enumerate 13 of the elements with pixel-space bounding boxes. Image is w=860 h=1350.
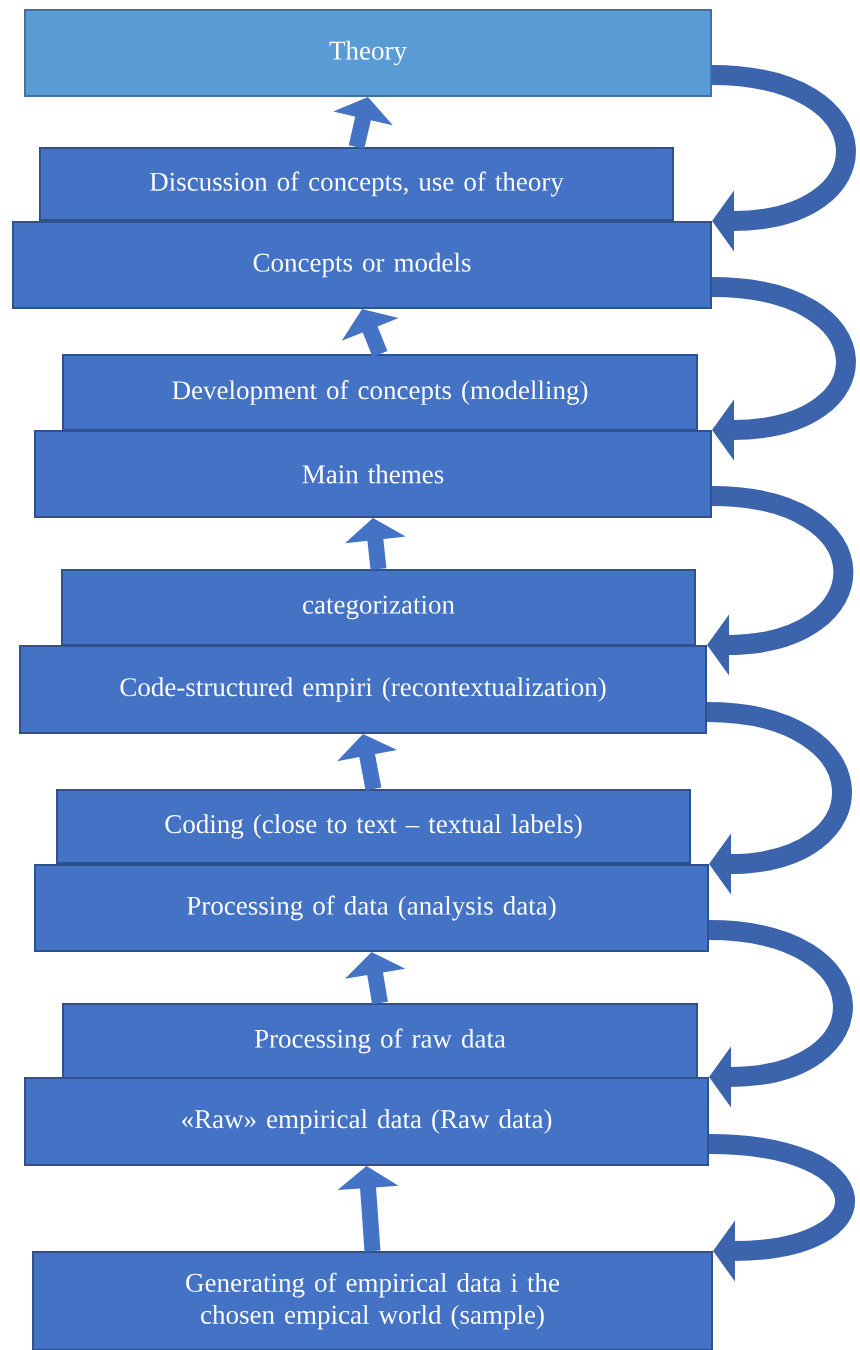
curved-arrow: [706, 702, 852, 895]
process-box: Generating of empirical data i the chosen empical world (sample): [32, 1251, 713, 1350]
curved-arrow: [711, 277, 856, 461]
process-box: categorization: [61, 569, 696, 646]
curved-arrow: [707, 486, 854, 676]
curved-arrow: [711, 65, 856, 252]
process-box: Processing of raw data: [62, 1003, 698, 1079]
process-box: Coding (close to text – textual labels): [56, 789, 691, 864]
curved-arrow: [708, 1134, 855, 1282]
process-box: Development of concepts (modelling): [62, 354, 698, 431]
process-box: Discussion of concepts, use of theory: [39, 147, 674, 221]
process-box: Theory: [24, 9, 712, 97]
curved-arrow: [708, 920, 853, 1108]
